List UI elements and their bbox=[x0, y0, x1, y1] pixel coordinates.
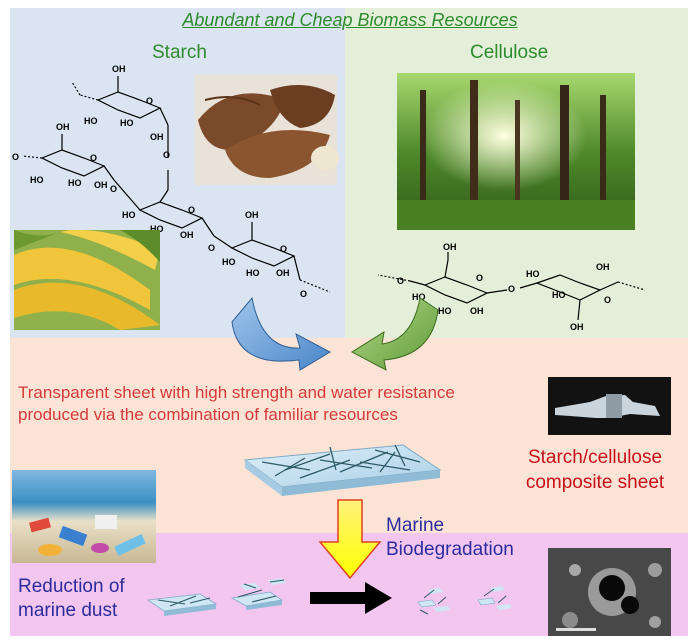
o-label: O bbox=[300, 289, 307, 299]
cassava-photo bbox=[195, 75, 339, 185]
o-label: O bbox=[12, 152, 19, 162]
forest-photo bbox=[397, 73, 635, 230]
degradation-arrow bbox=[310, 582, 392, 614]
o-label: O bbox=[476, 273, 483, 283]
sheet-description-line1: Transparent sheet with high strength and… bbox=[18, 383, 455, 402]
starch-label: Starch bbox=[152, 42, 207, 63]
o-label: O bbox=[208, 243, 215, 253]
o-label: O bbox=[280, 244, 287, 254]
o-label: O bbox=[90, 153, 97, 163]
oh-label: OH bbox=[443, 242, 457, 252]
starch-structure bbox=[21, 76, 331, 293]
ho-label: HO bbox=[222, 257, 236, 267]
cellulose-label: Cellulose bbox=[470, 42, 549, 63]
degraded-fragments bbox=[417, 586, 512, 615]
oh-label: OH bbox=[276, 268, 290, 278]
corn-photo bbox=[14, 229, 160, 330]
o-label: O bbox=[163, 150, 170, 160]
degrading-sheet-fragments bbox=[146, 578, 286, 616]
ho-label: HO bbox=[526, 269, 540, 279]
reduction-line1: Reduction of bbox=[18, 576, 125, 597]
ho-label: HO bbox=[552, 290, 566, 300]
biodegradation-arrow bbox=[318, 499, 382, 580]
oh-label: OH bbox=[470, 306, 484, 316]
marine-biodegradation-label: Marine Biodegradation bbox=[386, 514, 514, 562]
oh-label: OH bbox=[150, 132, 164, 142]
composite-sheet-illustration bbox=[243, 444, 442, 496]
page-title: Abundant and Cheap Biomass Resources bbox=[182, 10, 518, 30]
oh-label: OH bbox=[94, 180, 108, 190]
composite-sheet-label: Starch/cellulose composite sheet bbox=[500, 445, 690, 495]
ho-label: HO bbox=[122, 210, 136, 220]
oh-label: OH bbox=[180, 230, 194, 240]
ho-label: HO bbox=[412, 292, 426, 302]
ho-label: HO bbox=[68, 178, 82, 188]
o-label: O bbox=[397, 276, 404, 286]
ho-label: HO bbox=[120, 118, 134, 128]
marine-line2: Biodegradation bbox=[386, 539, 514, 560]
ho-label: HO bbox=[150, 224, 164, 234]
ho-label: HO bbox=[438, 306, 452, 316]
ho-label: HO bbox=[30, 175, 44, 185]
marine-line1: Marine bbox=[386, 515, 445, 536]
o-label: O bbox=[146, 96, 153, 106]
starch-atom-labels: OH O HO HO OH O OH O O HO HO OH O O HO H… bbox=[12, 64, 307, 299]
sheet-sample-photo bbox=[548, 377, 671, 435]
reduction-label: Reduction of marine dust bbox=[18, 575, 125, 623]
starch-arrow bbox=[231, 296, 332, 371]
o-label: O bbox=[604, 295, 611, 305]
cellulose-structure bbox=[377, 252, 646, 321]
o-label: O bbox=[110, 184, 117, 194]
sheet-description: Transparent sheet with high strength and… bbox=[18, 382, 538, 426]
o-label: O bbox=[188, 205, 195, 215]
composite-line1: Starch/cellulose bbox=[527, 447, 663, 468]
ho-label: HO bbox=[84, 116, 98, 126]
composite-line2: composite sheet bbox=[525, 472, 665, 493]
sem-micrograph bbox=[548, 548, 671, 636]
sheet-description-line2: produced via the combination of familiar… bbox=[18, 405, 398, 424]
oh-label: OH bbox=[56, 122, 70, 132]
oh-label: OH bbox=[245, 210, 259, 220]
oh-label: OH bbox=[596, 262, 610, 272]
reduction-line2: marine dust bbox=[18, 600, 118, 621]
cellulose-atom-labels: OH O O HO HO OH O HO HO OH O OH bbox=[397, 242, 611, 332]
beach-pollution-photo bbox=[12, 470, 156, 563]
o-label: O bbox=[508, 284, 515, 294]
cellulose-arrow bbox=[350, 297, 439, 371]
oh-label: OH bbox=[570, 322, 584, 332]
oh-label: OH bbox=[112, 64, 126, 74]
ho-label: HO bbox=[246, 268, 260, 278]
